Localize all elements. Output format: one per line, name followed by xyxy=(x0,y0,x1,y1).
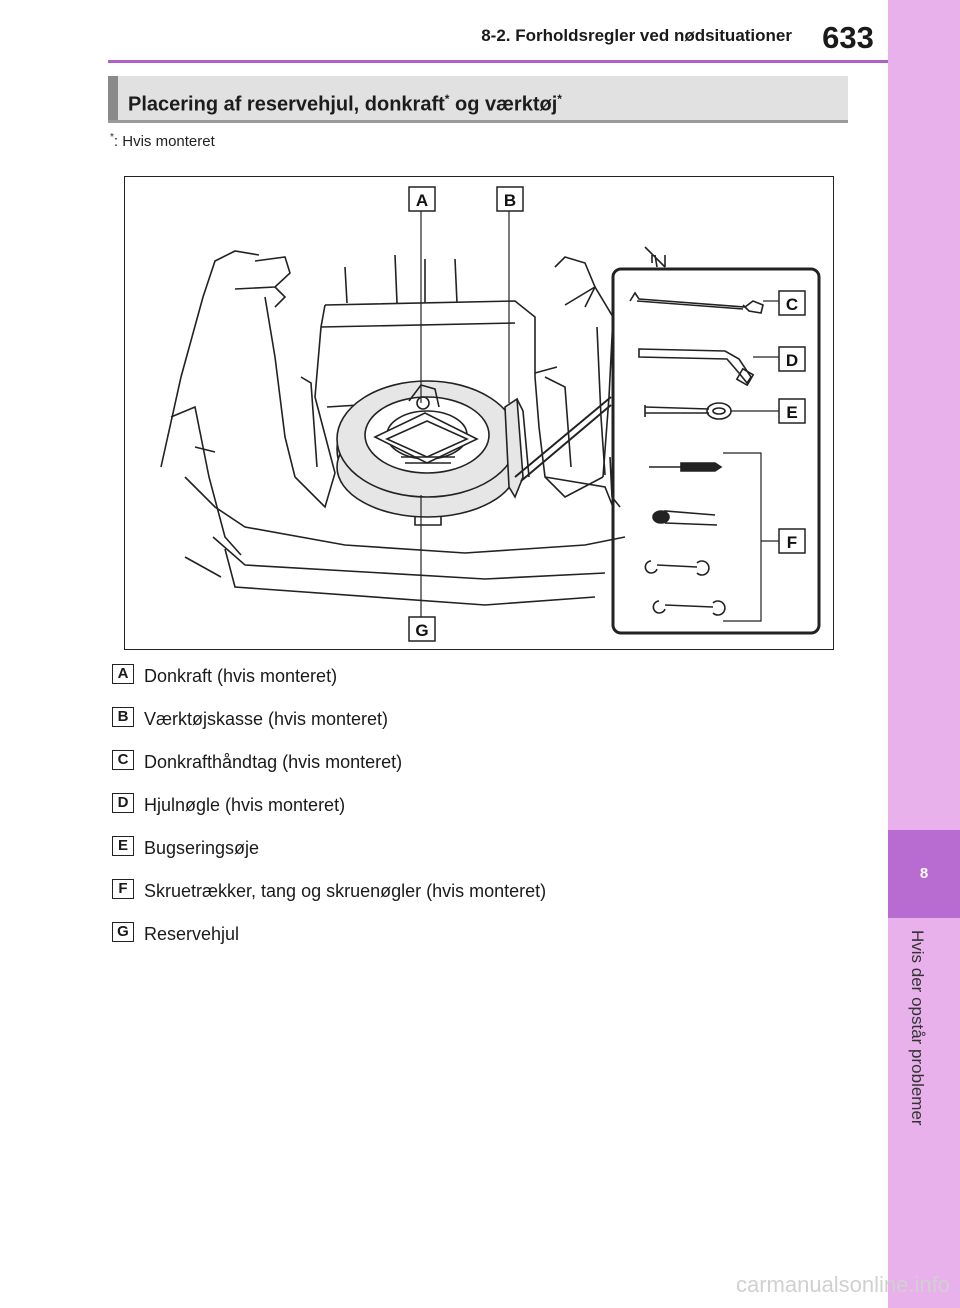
wrench-2-drawing xyxy=(652,600,726,616)
callout-b: B xyxy=(496,186,524,212)
svg-text:G: G xyxy=(415,621,428,640)
jack-handle-drawing xyxy=(629,291,764,314)
section-title-bar: Placering af reservehjul, donkraft* og v… xyxy=(108,76,848,123)
wrench-1-drawing xyxy=(644,560,710,576)
legend-badge: B xyxy=(112,707,134,727)
title-asterisk-1: * xyxy=(444,92,450,106)
page-number: 633 xyxy=(822,20,874,55)
legend-badge: D xyxy=(112,793,134,813)
callout-g: G xyxy=(408,616,436,642)
legend-text: Donkrafthåndtag (hvis monteret) xyxy=(144,752,403,772)
svg-text:A: A xyxy=(416,191,428,210)
legend-text: Reservehjul xyxy=(144,924,240,944)
toolbox-drawing xyxy=(504,397,530,499)
chapter-title: Hvis der opstår problemer xyxy=(908,930,927,1126)
header-rule xyxy=(108,60,888,63)
watermark: carmanualsonline.info xyxy=(735,1272,950,1297)
title-asterisk-2: * xyxy=(557,92,562,106)
legend-text: Bugseringsøje xyxy=(144,838,260,858)
callout-f: F xyxy=(778,528,806,554)
wheel-wrench-drawing xyxy=(638,348,755,387)
legend-item-a: A Donkraft (hvis monteret) xyxy=(112,664,812,686)
svg-text:B: B xyxy=(504,191,516,210)
legend-badge: C xyxy=(112,750,134,770)
tow-eye-drawing xyxy=(644,402,732,420)
callout-c: C xyxy=(778,290,806,316)
legend-badge: A xyxy=(112,664,134,684)
section-title: Placering af reservehjul, donkraft* og v… xyxy=(128,92,562,116)
spare-wheel-drawing xyxy=(336,380,518,526)
svg-text:D: D xyxy=(786,351,798,370)
svg-text:C: C xyxy=(786,295,798,314)
legend-text: Skruetrækker, tang og skruenøgler (hvis … xyxy=(144,881,547,901)
section-header: 8-2. Forholdsregler ved nødsituationer xyxy=(481,26,792,45)
legend-item-c: C Donkrafthåndtag (hvis monteret) xyxy=(112,750,812,772)
legend-item-f: F Skruetrækker, tang og skruenøgler (hvi… xyxy=(112,879,812,901)
legend-badge: G xyxy=(112,922,134,942)
legend-text: Hjulnøgle (hvis monteret) xyxy=(144,795,346,815)
legend-item-d: D Hjulnøgle (hvis monteret) xyxy=(112,793,812,815)
chapter-side-tab xyxy=(888,0,960,1308)
title-accent xyxy=(108,76,118,120)
callout-e: E xyxy=(778,398,806,424)
screwdriver-drawing xyxy=(649,462,723,472)
svg-text:E: E xyxy=(786,403,797,422)
legend-badge: E xyxy=(112,836,134,856)
chapter-number[interactable]: 8 xyxy=(888,830,960,918)
legend-list: A Donkraft (hvis monteret) B Værktøjskas… xyxy=(112,664,812,965)
legend-item-g: G Reservehjul xyxy=(112,922,812,944)
legend-badge: F xyxy=(112,879,134,899)
legend-item-b: B Værktøjskasse (hvis monteret) xyxy=(112,707,812,729)
pliers-drawing xyxy=(652,510,718,526)
svg-text:F: F xyxy=(787,533,797,552)
footnote: *: Hvis monteret xyxy=(110,132,215,150)
callout-d: D xyxy=(778,346,806,372)
trunk-illustration: A B C D E F G xyxy=(124,176,834,650)
legend-item-e: E Bugseringsøje xyxy=(112,836,812,858)
callout-a: A xyxy=(408,186,436,212)
legend-text: Værktøjskasse (hvis monteret) xyxy=(144,709,389,729)
legend-text: Donkraft (hvis monteret) xyxy=(144,666,338,686)
